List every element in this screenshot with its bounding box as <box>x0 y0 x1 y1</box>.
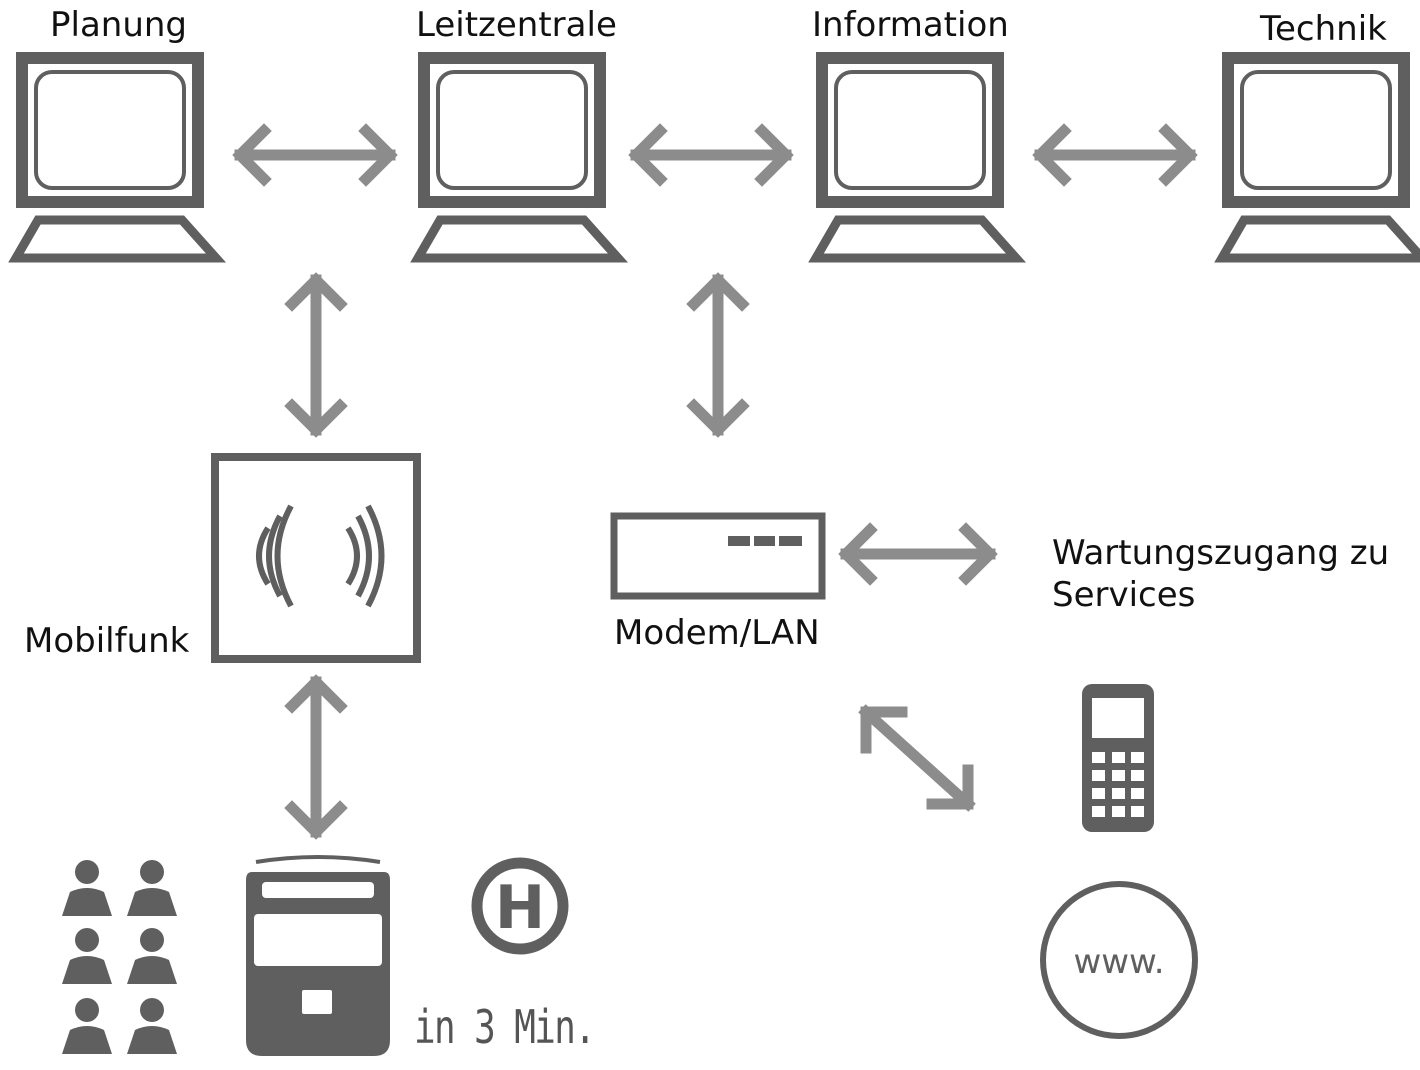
arrow-information-technik <box>1040 131 1190 179</box>
arrow-planung-mobilfunk <box>292 280 340 430</box>
www-globe-icon: www. <box>1040 881 1198 1039</box>
arrow-planung-leitzentrale <box>240 131 390 179</box>
label-planung: Planung <box>50 5 188 45</box>
computer-technik-icon <box>1222 58 1420 258</box>
stop-sign-letter: H <box>495 873 545 943</box>
computer-information-icon <box>816 58 1016 258</box>
mobile-phone-icon <box>1082 684 1154 832</box>
arrow-leitzentrale-modem <box>694 280 742 430</box>
person-icon <box>62 928 112 984</box>
person-icon <box>62 998 112 1054</box>
modem-icon <box>610 512 826 600</box>
person-icon <box>127 928 177 984</box>
arrow-modem-wartung <box>838 522 998 586</box>
label-information: Information <box>812 5 1009 45</box>
person-icon <box>127 998 177 1054</box>
person-icon <box>127 860 177 916</box>
label-leitzentrale: Leitzentrale <box>416 5 617 45</box>
person-icon <box>62 860 112 916</box>
label-wartung-line1: Wartungszugang zu <box>1052 533 1390 573</box>
www-label: www. <box>1073 942 1164 982</box>
radio-transmitter-icon <box>211 453 421 663</box>
computer-planung-icon <box>16 58 216 258</box>
label-modem-lan: Modem/LAN <box>614 613 820 653</box>
arrow-mobilfunk-bus <box>292 682 340 832</box>
arrow-leitzentrale-information <box>636 131 786 179</box>
departure-display: in 3 Min. <box>414 1000 596 1054</box>
bus-stop-h-icon: H <box>471 857 569 955</box>
passenger-group <box>62 860 177 1054</box>
bus-front-icon <box>246 855 390 1056</box>
label-technik: Technik <box>1260 9 1387 49</box>
label-wartung-line2: Services <box>1052 575 1196 615</box>
computer-leitzentrale-icon <box>418 58 618 258</box>
label-mobilfunk: Mobilfunk <box>24 621 190 661</box>
arrow-modem-phone-diagonal <box>858 704 976 812</box>
